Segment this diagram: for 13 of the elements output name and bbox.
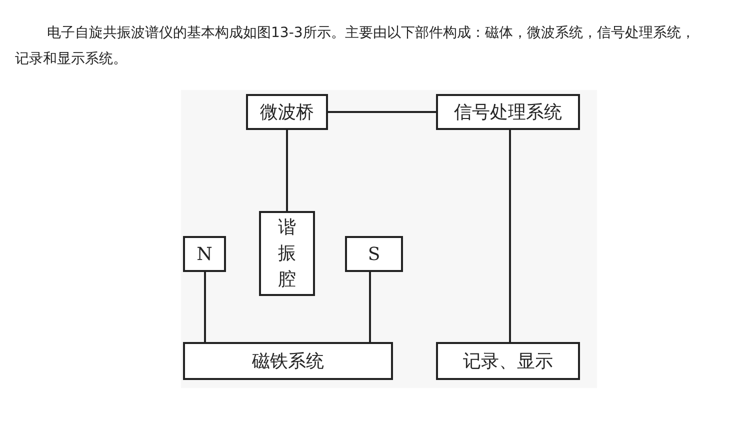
- connector-line: [286, 130, 288, 211]
- connector-line: [509, 130, 511, 342]
- connector-line: [204, 272, 206, 342]
- process-box: 信号处理系统: [436, 94, 580, 130]
- connector-line: [369, 272, 371, 342]
- process-box: 磁铁系统: [183, 342, 393, 380]
- caption-paragraph: 电子自旋共振波谱仪的基本构成如图13-3所示。主要由以下部件构成：磁体，微波系统，信号处理系统，记录和显示系统。: [15, 24, 696, 69]
- process-box: 微波桥: [246, 94, 328, 130]
- magnet-pole-box: S: [345, 236, 403, 272]
- process-box: 记录、显示: [436, 342, 580, 380]
- process-box: 谐振腔: [259, 211, 315, 296]
- connector-line: [328, 111, 436, 113]
- magnet-pole-box: N: [183, 236, 226, 272]
